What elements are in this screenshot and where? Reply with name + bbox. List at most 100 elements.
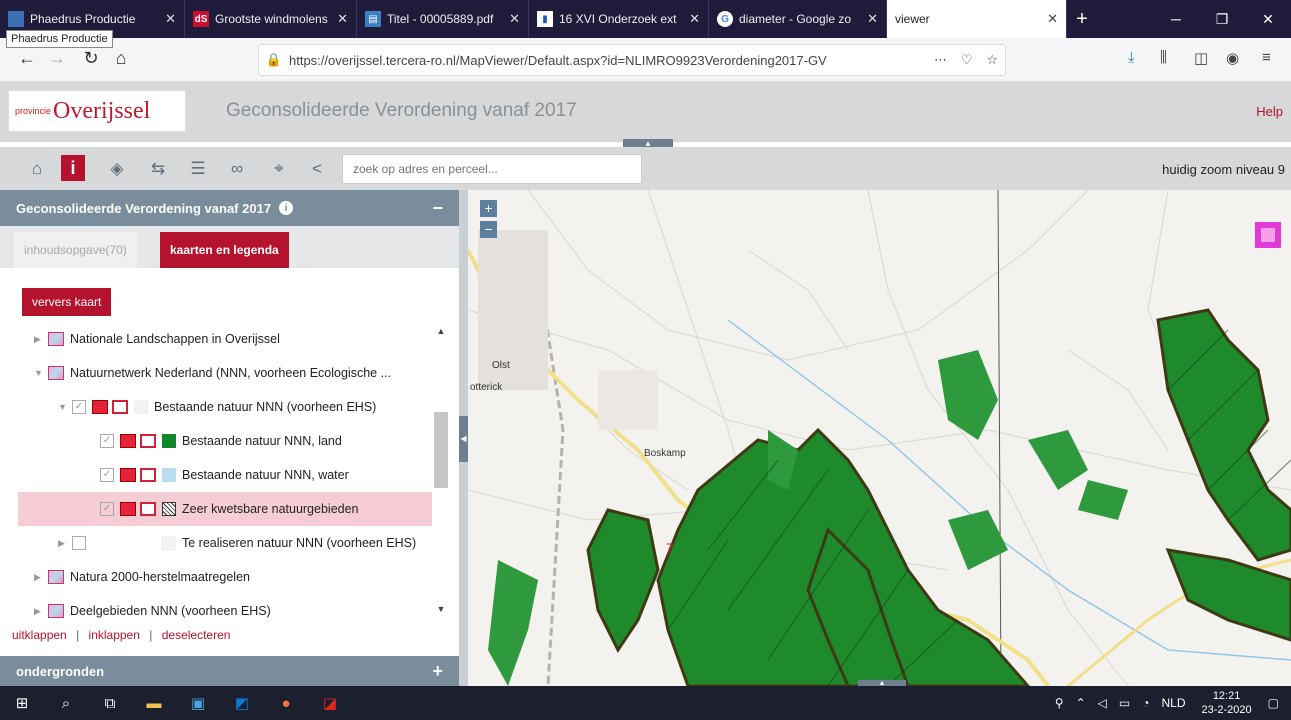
close-icon[interactable]: ✕ xyxy=(337,11,348,26)
tab-kaarten-en-legenda[interactable]: kaarten en legenda xyxy=(160,232,289,268)
back-icon[interactable]: ← xyxy=(18,48,36,68)
reload-icon[interactable]: ↻ xyxy=(83,48,99,68)
volume-icon[interactable]: ◁ xyxy=(1097,696,1107,710)
extent-icon[interactable] xyxy=(112,400,128,414)
download-icon[interactable]: ⤓ xyxy=(1128,49,1135,66)
panel-splitter[interactable]: ◀ xyxy=(459,190,468,686)
share-icon[interactable]: < xyxy=(312,159,322,178)
collapse-arrow-icon[interactable]: ▼ xyxy=(34,368,43,378)
pocket-icon[interactable]: ♡ xyxy=(960,52,973,67)
close-icon[interactable]: ✕ xyxy=(867,11,878,26)
draw-icon[interactable] xyxy=(92,400,108,414)
scroll-thumb[interactable] xyxy=(434,412,448,488)
close-icon[interactable]: ✕ xyxy=(689,11,700,26)
layer-item[interactable]: ▶ Te realiseren natuur NNN (voorheen EHS… xyxy=(58,528,416,558)
browser-tab-google[interactable]: G diameter - Google zo ✕ xyxy=(709,0,887,38)
expand-panel-icon[interactable]: + xyxy=(432,660,443,681)
search-icon[interactable]: ⌕ xyxy=(61,694,71,712)
close-icon[interactable]: ✕ xyxy=(165,11,176,26)
tab-inhoudsopgave[interactable]: inhoudsopgave(70) xyxy=(14,232,137,268)
expand-arrow-icon[interactable]: ▶ xyxy=(34,333,41,344)
pin-icon[interactable]: ⌖ xyxy=(274,159,284,178)
draw-icon[interactable] xyxy=(120,502,136,516)
help-link[interactable]: Help xyxy=(1256,104,1283,119)
url-bar[interactable]: 🔒 https://overijssel.tercera-ro.nl/MapVi… xyxy=(258,44,1006,76)
search-input[interactable] xyxy=(342,154,642,184)
bookmark-star-icon[interactable]: ☆ xyxy=(986,52,999,67)
collapse-sidebar-icon[interactable]: ◀ xyxy=(459,416,468,462)
people-icon[interactable]: ⚲ xyxy=(1054,696,1064,710)
collapse-header-button[interactable]: ▲ xyxy=(623,139,673,148)
browser-tab-viewer[interactable]: viewer ✕ xyxy=(887,0,1067,38)
swap-icon[interactable]: ⇆ xyxy=(150,159,166,178)
language-indicator[interactable]: NLD xyxy=(1161,696,1186,710)
photos-icon[interactable]: ▣ xyxy=(190,695,206,712)
expand-arrow-icon[interactable]: ▶ xyxy=(34,605,41,616)
library-icon[interactable]: ⫼ xyxy=(1160,49,1167,66)
browser-tab-windmolens[interactable]: dS Grootste windmolens ✕ xyxy=(185,0,357,38)
minimize-icon[interactable]: ─ xyxy=(1171,11,1181,27)
layer-checkbox[interactable]: ✓ xyxy=(100,434,114,448)
layer-item-selected[interactable]: ✓ Zeer kwetsbare natuurgebieden xyxy=(18,492,432,526)
close-window-icon[interactable]: ✕ xyxy=(1262,10,1274,27)
layer-item[interactable]: ▼ Natuurnetwerk Nederland (NNN, voorheen… xyxy=(34,358,391,388)
home-icon[interactable]: ⌂ xyxy=(31,159,43,178)
browser-tab-phaedrus[interactable]: Phaedrus Productie ✕ xyxy=(0,0,185,38)
windows-start-icon[interactable]: ⊞ xyxy=(15,695,29,712)
extent-icon[interactable] xyxy=(140,434,156,448)
file-explorer-icon[interactable]: ▬ xyxy=(146,694,162,712)
forward-icon[interactable]: → xyxy=(48,48,66,68)
refresh-map-button[interactable]: ververs kaart xyxy=(22,288,112,316)
collapse-all-link[interactable]: inklappen xyxy=(88,628,140,642)
deselect-link[interactable]: deselecteren xyxy=(161,628,231,642)
layer-item[interactable]: ✓ Bestaande natuur NNN, water xyxy=(100,460,349,490)
clock[interactable]: 12:21 23-2-2020 xyxy=(1202,689,1252,717)
expand-arrow-icon[interactable]: ▶ xyxy=(34,571,41,582)
restore-icon[interactable]: ❐ xyxy=(1215,10,1229,27)
wifi-icon[interactable]: ◔ xyxy=(1142,696,1150,710)
layer-checkbox[interactable]: ✓ xyxy=(72,400,86,414)
draw-icon[interactable] xyxy=(120,468,136,482)
new-tab-button[interactable]: + xyxy=(1076,7,1088,30)
acrobat-icon[interactable]: ◪ xyxy=(322,695,338,712)
province-logo[interactable]: provincie Overijssel xyxy=(8,90,186,132)
layer-checkbox[interactable] xyxy=(72,536,86,550)
menu-icon[interactable]: ≡ xyxy=(1262,49,1271,66)
collapse-panel-icon[interactable]: − xyxy=(432,197,443,218)
layer-scrollbar[interactable]: ▲ ▼ xyxy=(432,322,450,618)
expand-bottom-button[interactable]: ▲ xyxy=(858,680,906,688)
task-view-icon[interactable]: ⧉ xyxy=(104,694,116,712)
layer-checkbox[interactable]: ✓ xyxy=(100,502,114,516)
lock-icon[interactable]: 🔒 xyxy=(265,52,283,67)
browser-tab-pdf[interactable]: ▤ Titel - 00005889.pdf ✕ xyxy=(357,0,529,38)
outlook-icon[interactable]: ◩ xyxy=(234,695,250,712)
scroll-down-icon[interactable]: ▼ xyxy=(436,604,446,614)
more-icon[interactable]: ⋯ xyxy=(933,52,947,67)
layer-item[interactable]: ▶ Nationale Landschappen in Overijssel xyxy=(34,324,280,354)
home-icon[interactable]: ⌂ xyxy=(115,48,127,68)
close-icon[interactable]: ✕ xyxy=(509,11,520,26)
close-icon[interactable]: ✕ xyxy=(1047,11,1058,26)
expand-all-link[interactable]: uitklappen xyxy=(12,628,67,642)
extent-icon[interactable] xyxy=(140,502,156,516)
notification-icon[interactable]: ▢ xyxy=(1267,696,1279,710)
zoom-in-button[interactable]: + xyxy=(480,200,497,217)
layer-checkbox[interactable]: ✓ xyxy=(100,468,114,482)
basemaps-header[interactable]: ondergronden + xyxy=(0,656,459,686)
sidebar-icon[interactable]: ◫ xyxy=(1194,50,1209,67)
browser-tab-onderzoek[interactable]: ▮ 16 XVI Onderzoek ext ✕ xyxy=(529,0,709,38)
map-canvas[interactable]: + − Olst otterick Boskamp 7 xyxy=(468,190,1291,686)
layer-item[interactable]: ▶ Deelgebieden NNN (voorheen EHS) xyxy=(34,596,271,626)
layers-icon[interactable]: ☰ xyxy=(190,159,206,178)
firefox-icon[interactable]: ● xyxy=(281,694,291,712)
layer-item[interactable]: ▼ ✓ Bestaande natuur NNN (voorheen EHS) xyxy=(58,392,376,422)
scroll-up-icon[interactable]: ▲ xyxy=(436,326,446,336)
expand-arrow-icon[interactable]: ▶ xyxy=(58,537,65,548)
url-text[interactable]: https://overijssel.tercera-ro.nl/MapView… xyxy=(289,52,827,68)
extension-icon[interactable]: ◉ xyxy=(1226,50,1240,67)
zoom-out-button[interactable]: − xyxy=(480,221,497,238)
draw-icon[interactable] xyxy=(120,434,136,448)
layer-item[interactable]: ✓ Bestaande natuur NNN, land xyxy=(100,426,342,456)
battery-icon[interactable]: ▭ xyxy=(1118,696,1131,710)
collapse-arrow-icon[interactable]: ▼ xyxy=(58,402,67,412)
